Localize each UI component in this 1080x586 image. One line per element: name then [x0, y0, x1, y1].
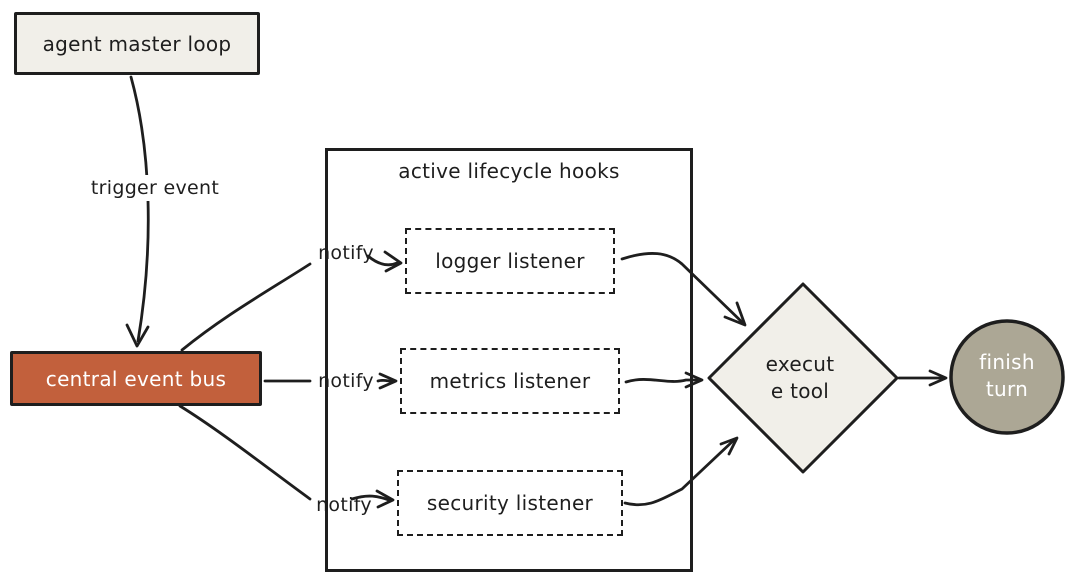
node-label: security listener [426, 491, 594, 515]
arrow-logger-to-execute [620, 252, 746, 326]
node-label: central event bus [45, 366, 227, 391]
notify-label-metrics: notify [318, 370, 374, 392]
arrow-notify-logger [366, 254, 399, 267]
arrow-security-to-execute [623, 438, 736, 507]
arrowhead-security-to-execute [719, 436, 739, 456]
node-security-listener: security listener [397, 470, 623, 536]
arrow-bus-to-logger [180, 262, 312, 352]
arrowhead-execute-to-finish [928, 369, 948, 387]
finish-turn-label-line1: finish [979, 350, 1035, 374]
arrowhead-logger-to-execute [723, 301, 747, 327]
arrow-notify-security [350, 494, 391, 502]
finish-turn-circle [949, 319, 1065, 435]
node-metrics-listener: metrics listener [400, 348, 620, 414]
finish-turn-label: finish turn [962, 349, 1052, 403]
trigger-event-label: trigger event [76, 175, 234, 201]
finish-turn-label-line2: turn [985, 377, 1029, 401]
execute-tool-diamond [707, 282, 899, 474]
active-lifecycle-hooks-group: active lifecycle hooks [325, 148, 693, 572]
node-label: agent master loop [42, 31, 232, 56]
arrow-bus-to-security [178, 404, 312, 501]
group-title: active lifecycle hooks [398, 159, 620, 183]
arrow-trigger-event [129, 75, 150, 343]
notify-label-logger: notify [318, 242, 374, 264]
arrowhead-notify-logger [383, 250, 403, 273]
node-label: metrics listener [429, 369, 591, 393]
arrowhead-trigger-event [125, 323, 150, 348]
notify-label-security: notify [316, 494, 372, 516]
node-central-event-bus: central event bus [10, 351, 262, 406]
node-logger-listener: logger listener [405, 228, 615, 294]
execute-tool-label-line1: execut [765, 352, 835, 376]
arrowhead-metrics-to-execute [684, 371, 704, 389]
execute-tool-label: execut e tool [740, 351, 860, 405]
node-agent-master-loop: agent master loop [14, 12, 260, 75]
arrowhead-notify-security [375, 489, 395, 509]
arrowhead-notify-metrics [378, 372, 398, 390]
execute-tool-label-line2: e tool [770, 379, 830, 403]
arrow-metrics-to-execute [624, 378, 699, 384]
node-label: logger listener [435, 249, 585, 273]
arrow-notify-metrics [376, 378, 395, 383]
